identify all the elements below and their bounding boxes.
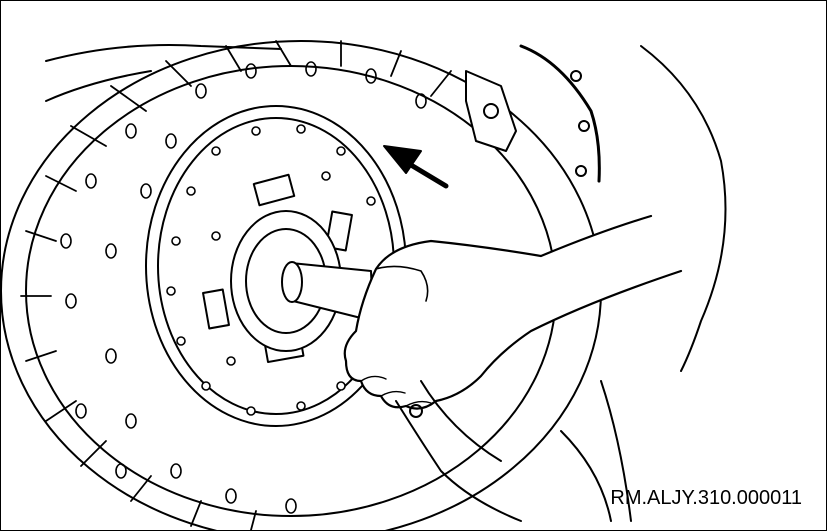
flywheel-housing [45,44,727,522]
housing-lower [395,380,522,522]
alignment-tool [281,261,374,322]
indicator-arrow [383,145,449,189]
hand [343,214,683,410]
pressure-plate-lug [465,70,517,152]
figure-reference-code: RM.ALJY.310.000011 [610,487,802,509]
